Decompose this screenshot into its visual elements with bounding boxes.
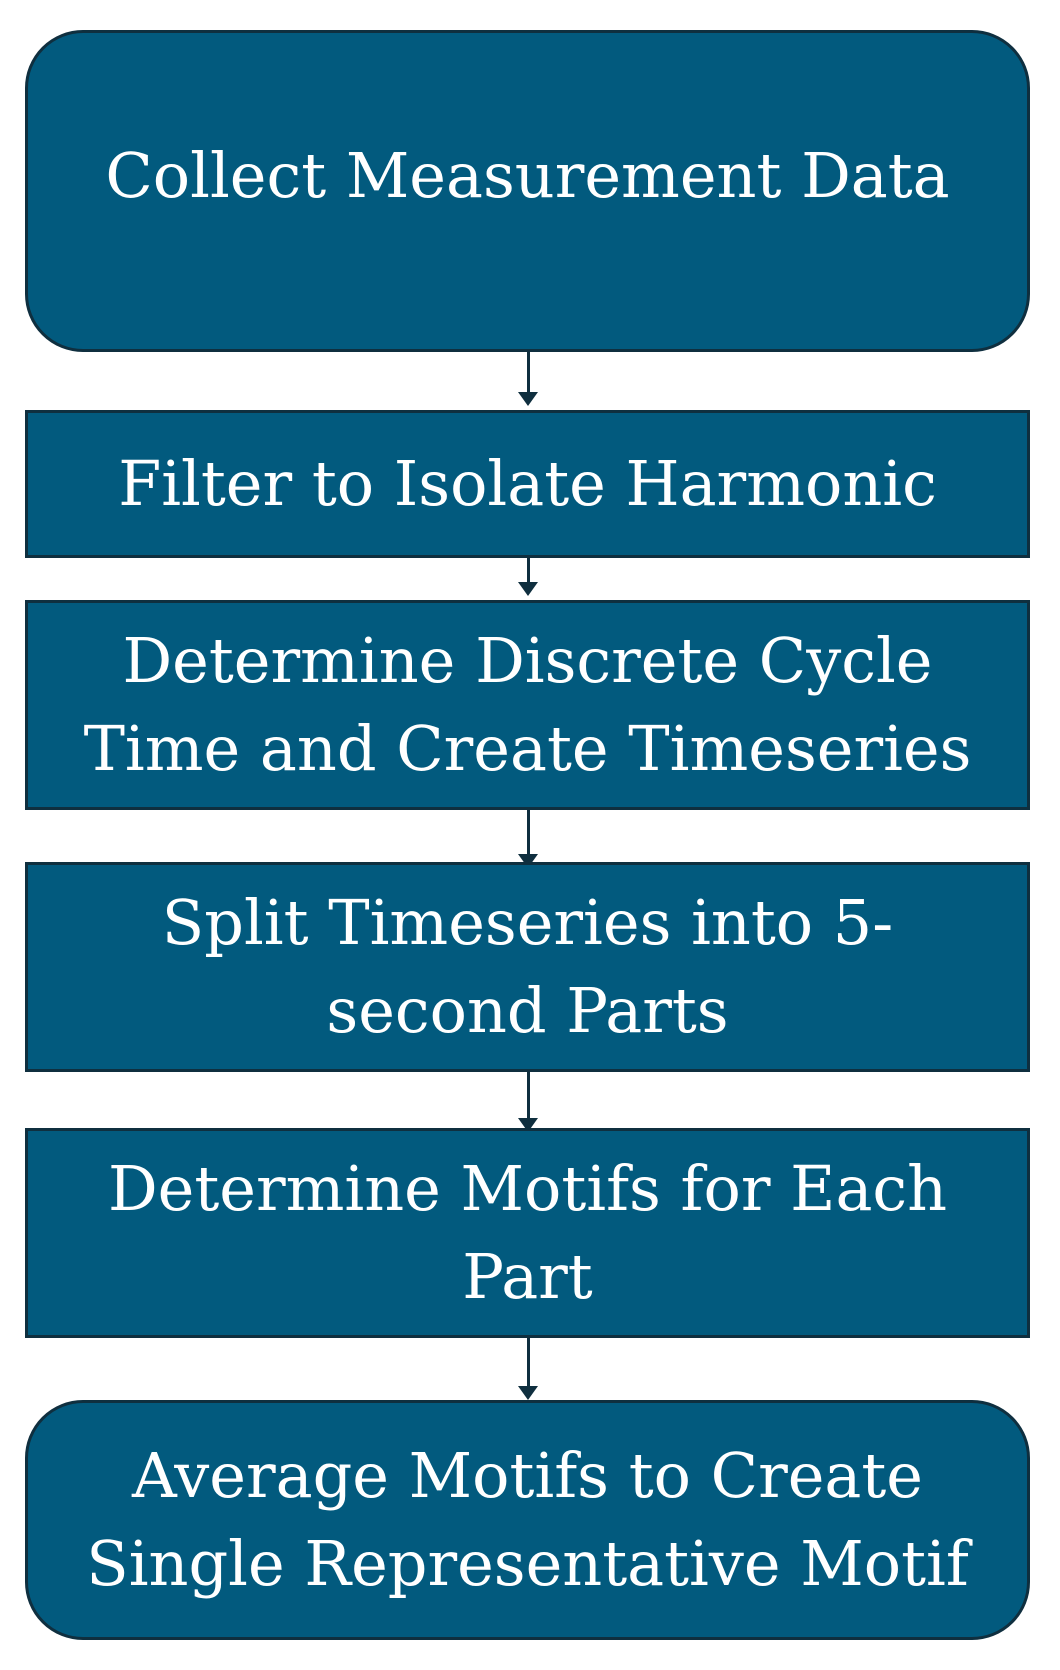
step-filter-to-isolate-harmonic: Filter to Isolate Harmonic <box>25 410 1030 558</box>
arrow-shaft <box>526 352 530 398</box>
step-determine-discrete-cycle-time: Determine Discrete Cycle Time and Create… <box>25 600 1030 810</box>
step-determine-motifs: Determine Motifs for Each Part <box>25 1128 1030 1338</box>
arrow-head <box>518 1386 538 1400</box>
step-label: Determine Discrete Cycle Time and Create… <box>83 624 972 785</box>
step-label: Average Motifs to Create Single Represen… <box>86 1439 969 1600</box>
arrow-head <box>518 582 538 596</box>
step-label: Determine Motifs for Each Part <box>107 1152 948 1313</box>
step-split-timeseries: Split Timeseries into 5- second Parts <box>25 862 1030 1072</box>
arrow-head <box>518 392 538 406</box>
step-label: Collect Measurement Data <box>105 139 950 212</box>
arrow-shaft <box>526 1338 530 1392</box>
arrow-shaft <box>526 810 530 860</box>
arrow-shaft <box>526 558 530 588</box>
step-label: Filter to Isolate Harmonic <box>118 447 937 520</box>
step-average-motifs: Average Motifs to Create Single Represen… <box>25 1400 1030 1640</box>
step-label: Split Timeseries into 5- second Parts <box>161 886 894 1047</box>
arrow-shaft <box>526 1072 530 1124</box>
step-collect-measurement-data: Collect Measurement Data <box>25 30 1030 352</box>
